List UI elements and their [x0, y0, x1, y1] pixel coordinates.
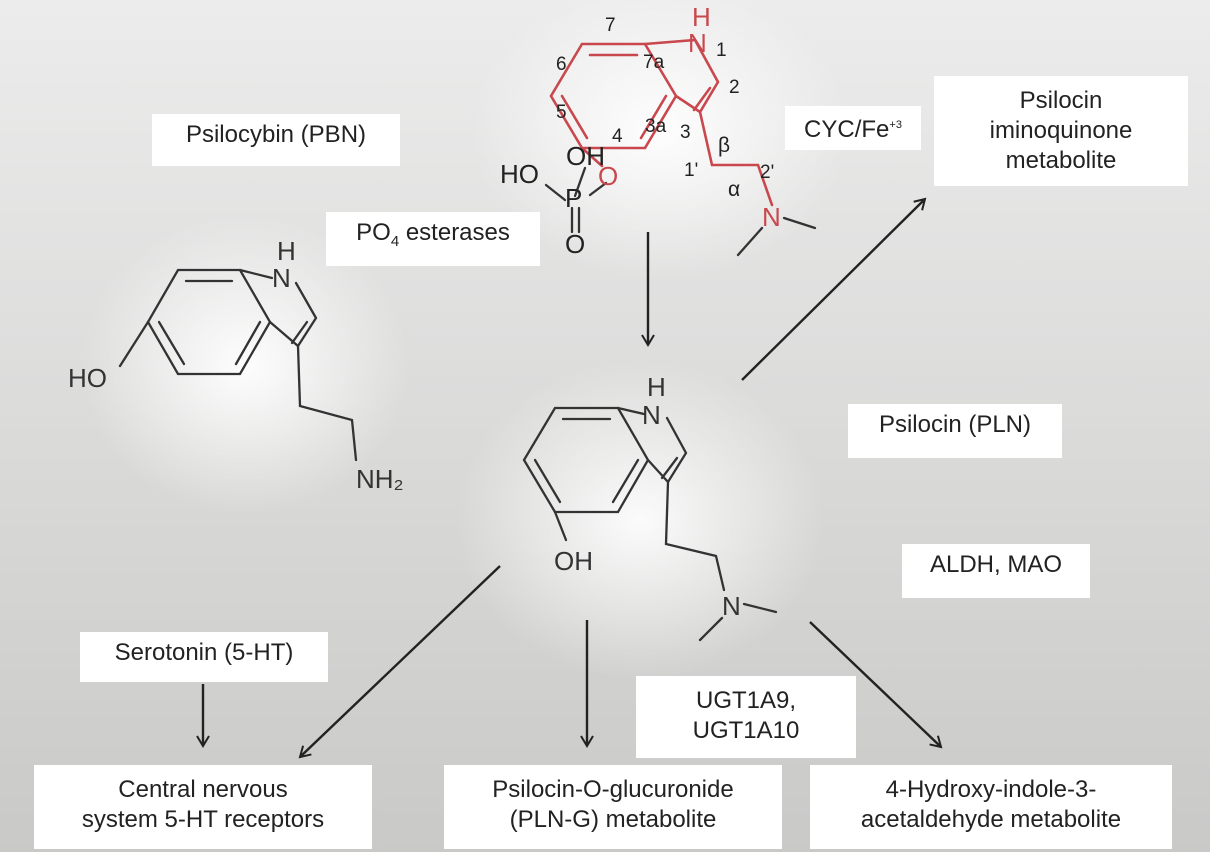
atom-label-alpha: α: [728, 178, 740, 201]
arrow-psilocin-to-aldehyde: [809, 621, 943, 749]
serotonin-ho: HO: [68, 363, 107, 393]
atom-number-1prime: 1': [684, 160, 698, 181]
serotonin-h: H: [277, 236, 296, 266]
cns-receptors-label: Central nervous system 5-HT receptors: [34, 765, 372, 849]
glucuronide-label: Psilocin-O-glucuronide (PLN-G) metabolit…: [444, 765, 782, 849]
psilocin-bonds: [522, 406, 778, 642]
psilocybin-p: P: [565, 183, 582, 213]
psilocybin-o-double: O: [565, 229, 585, 259]
cyc-fe-label: CYC/Fe+3: [785, 106, 921, 150]
psilocin-h: H: [647, 372, 666, 402]
serotonin-structure: H N HO NH₂: [68, 236, 404, 494]
psilocybin-n-amine: N: [762, 202, 781, 232]
atom-number-7: 7: [605, 15, 616, 36]
psilocybin-label: Psilocybin (PBN): [152, 114, 400, 166]
psilocin-label: Psilocin (PLN): [848, 404, 1062, 458]
psilocin-oh: OH: [554, 546, 593, 576]
psilocin-n: N: [642, 400, 661, 430]
atom-number-3a: 3a: [645, 116, 667, 137]
psilocybin-nh-h: H: [692, 2, 711, 32]
psilocybin-structure: 7 7a 1 6 2 5 3a 3 4 β 1' 2' α H N OH HO …: [500, 2, 817, 259]
atom-number-7a: 7a: [643, 52, 665, 73]
psilocybin-atoms: H N OH HO O P O N: [500, 2, 781, 259]
arrow-psilocin-to-iminoquinone: [741, 197, 927, 381]
atom-number-6: 6: [556, 54, 567, 75]
serotonin-atoms: H N HO NH₂: [68, 236, 404, 494]
atom-number-3: 3: [680, 122, 691, 143]
arrow-psilocin-to-cns: [298, 565, 501, 759]
iminoquinone-label: Psilocin iminoquinone metabolite: [934, 76, 1188, 186]
psilocin-atoms: H N OH N: [554, 372, 741, 621]
serotonin-bonds: [118, 268, 358, 462]
psilocybin-ho: HO: [500, 159, 539, 189]
atom-number-2prime: 2': [760, 162, 774, 183]
atom-number-1: 1: [716, 40, 727, 61]
atom-number-5: 5: [556, 102, 567, 123]
psilocybin-n1: N: [688, 28, 707, 58]
atom-number-4: 4: [612, 126, 623, 147]
psilocybin-atom-numbers: 7 7a 1 6 2 5 3a 3 4 β 1' 2' α: [556, 15, 774, 201]
psilocybin-indole-bonds: [549, 38, 774, 207]
psilocin-structure: H N OH N: [522, 372, 778, 642]
serotonin-n: N: [272, 263, 291, 293]
ugt-label: UGT1A9, UGT1A10: [636, 676, 856, 758]
atom-label-beta: β: [718, 134, 730, 157]
reaction-arrows: [196, 197, 943, 759]
po4-esterases-label: PO4 esterases: [326, 212, 540, 266]
psilocin-n-amine: N: [722, 591, 741, 621]
psilocybin-o-ester: O: [598, 161, 618, 191]
atom-number-2: 2: [729, 77, 740, 98]
aldehyde-label: 4-Hydroxy-indole-3- acetaldehyde metabol…: [810, 765, 1172, 849]
serotonin-nh2: NH₂: [356, 464, 404, 494]
psilocybin-black-bonds: [544, 166, 817, 257]
psilocybin-oh: OH: [566, 141, 605, 171]
aldh-mao-label: ALDH, MAO: [902, 544, 1090, 598]
serotonin-label: Serotonin (5-HT): [80, 632, 328, 682]
